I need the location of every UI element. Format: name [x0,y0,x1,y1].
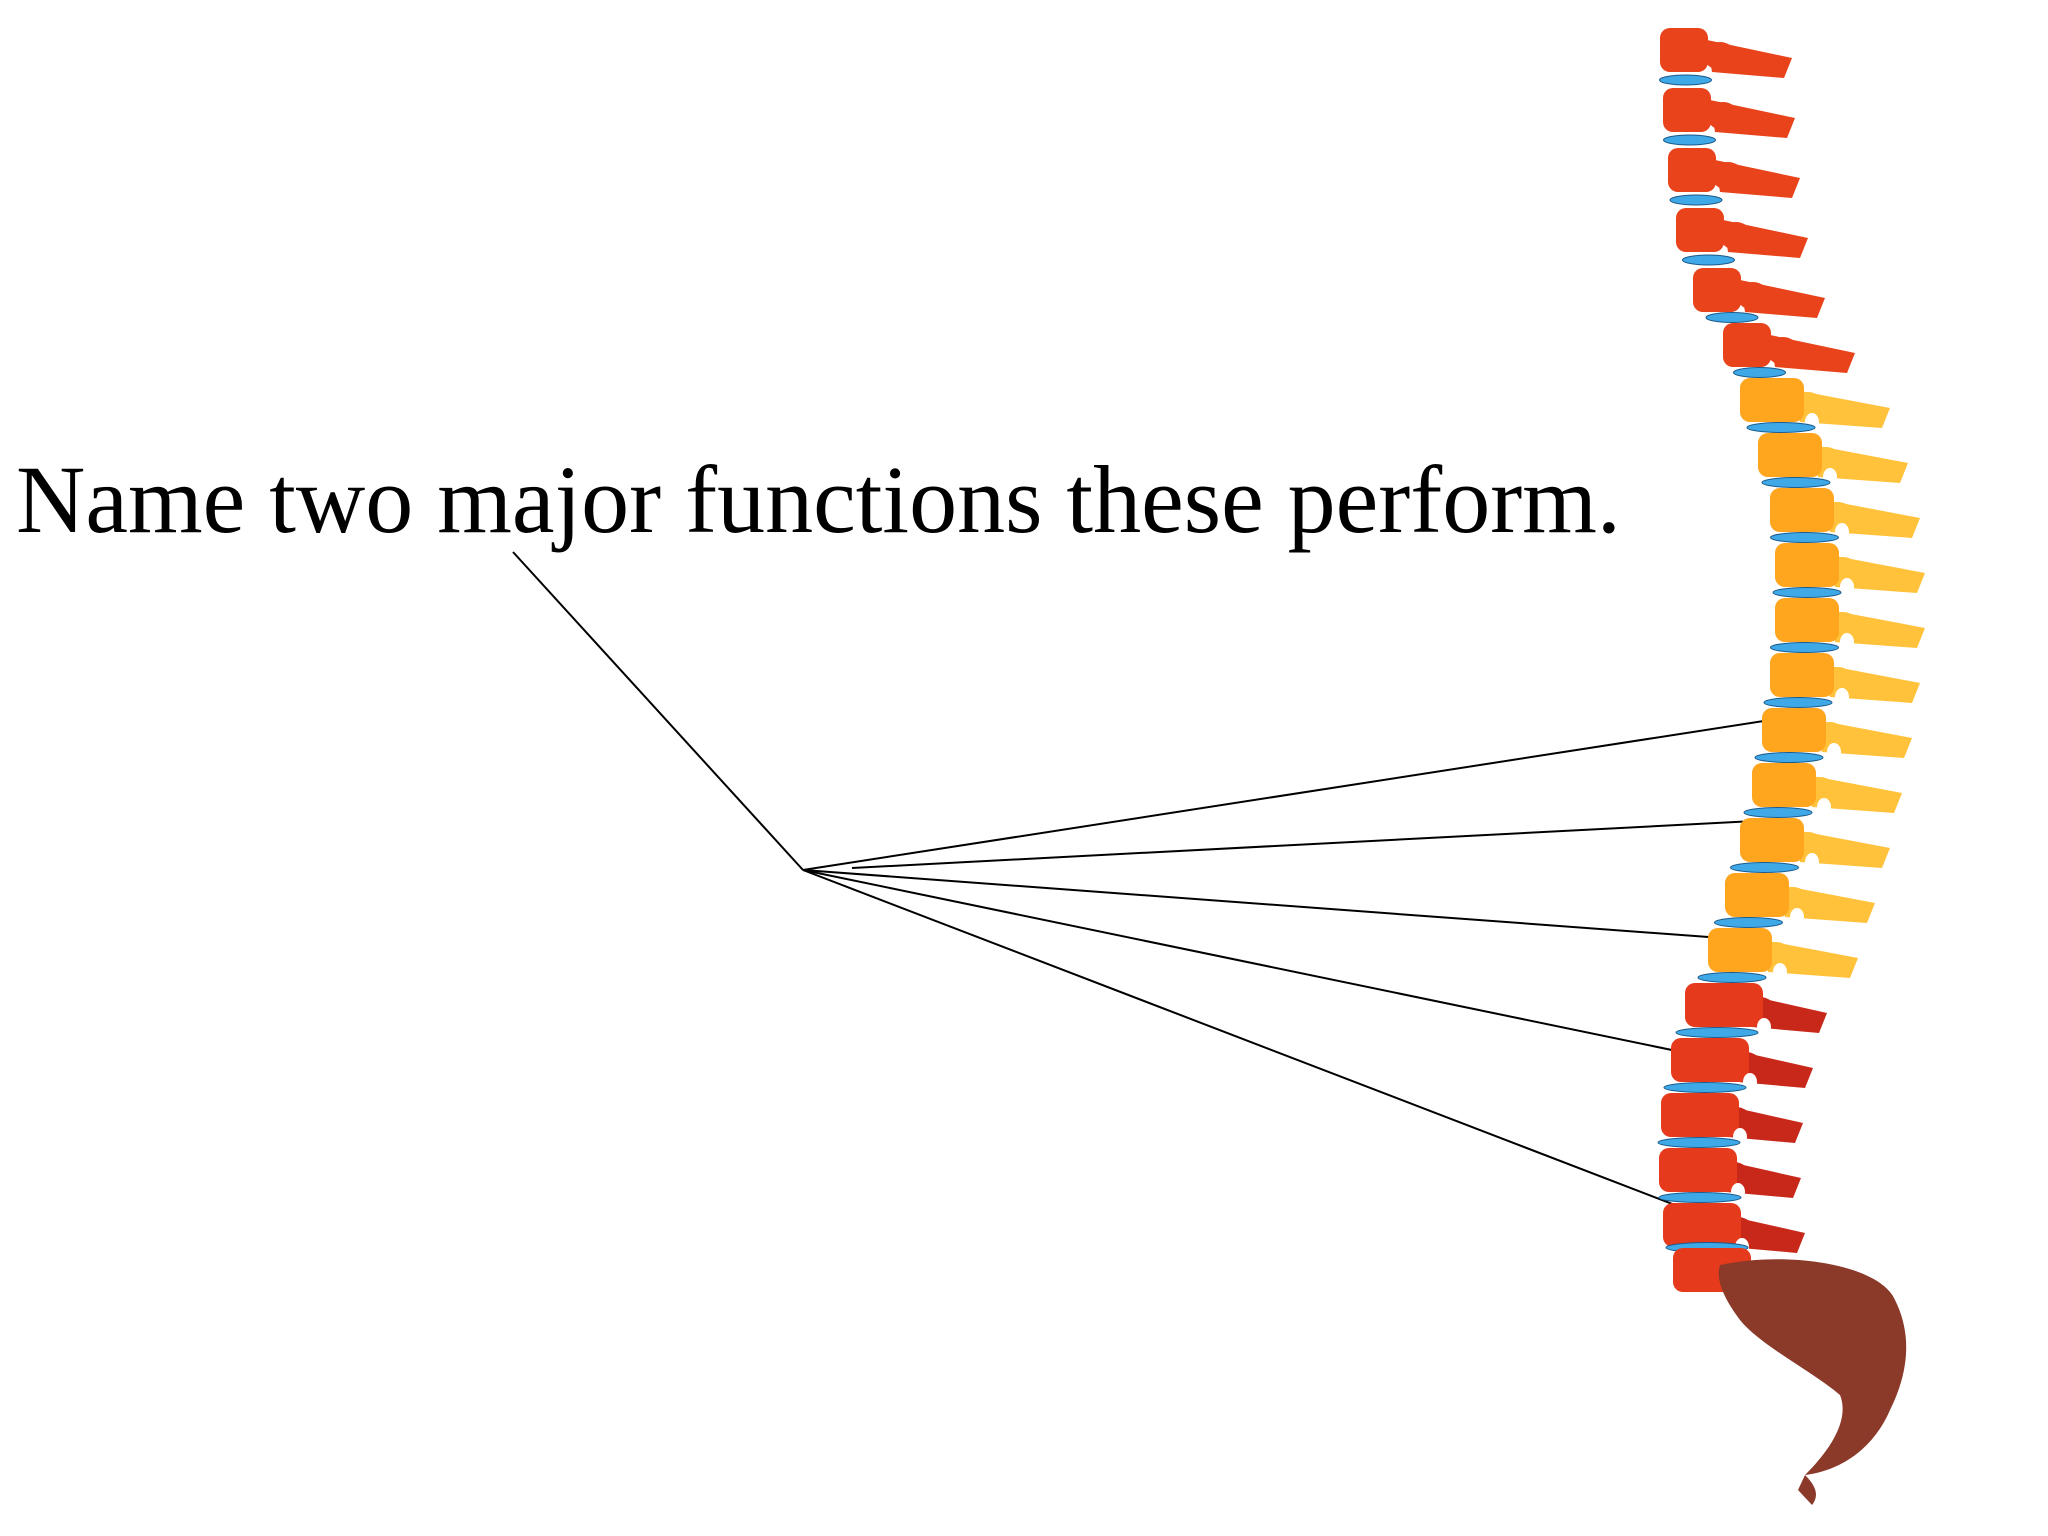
intervertebral-disc [1746,422,1816,433]
thoracic-vertebra [1725,873,1875,926]
intervertebral-disc [1663,134,1716,146]
vertebral-body [1708,928,1772,972]
intervertebral-foramen [1773,963,1787,981]
intervertebral-disc [1663,1082,1747,1093]
articular-process [1707,102,1739,130]
question-text: Name two major functions these perform. [16,446,1621,553]
cervical-vertebra [1693,268,1825,318]
vertebral-body [1725,873,1789,917]
vertebral-body [1660,28,1708,72]
vertebral-body [1671,1038,1749,1082]
vertebral-body [1661,1093,1739,1137]
thoracic-vertebra [1740,378,1890,431]
intervertebral-disc [1697,972,1767,983]
lumbar-vertebra [1659,1148,1801,1201]
cervical-vertebra [1663,88,1795,138]
intervertebral-disc [1770,642,1839,653]
thoracic-vertebra [1770,488,1920,541]
vertebral-body [1740,378,1804,422]
thoracic-vertebra [1770,653,1920,706]
intervertebral-disc [1705,312,1759,323]
intervertebral-foramen [1840,578,1854,596]
vertebral-body [1752,763,1816,807]
intervertebral-disc [1669,194,1723,206]
sacrum [1718,1259,1907,1475]
thoracic-vertebra [1752,763,1902,816]
intervertebral-disc [1658,1192,1742,1203]
cervical-vertebra [1660,28,1792,78]
vertebral-column [1657,28,1925,1505]
leader-line-1 [802,717,1784,871]
vertebral-body [1668,148,1716,192]
intervertebral-disc [1743,807,1813,818]
coccyx [1798,1475,1816,1505]
thoracic-vertebra [1775,543,1925,596]
intervertebral-foramen [1757,1018,1771,1036]
intervertebral-disc [1754,752,1824,763]
lumbar-vertebra [1661,1093,1803,1146]
intervertebral-disc [1714,917,1783,928]
vertebral-body [1775,598,1839,642]
vertebral-body [1663,1203,1741,1247]
vertebral-body [1740,818,1804,862]
lumbar-vertebra [1685,983,1827,1036]
articular-process [1737,282,1769,310]
intervertebral-disc [1733,367,1786,378]
intervertebral-disc [1770,532,1839,543]
vertebral-body [1770,488,1834,532]
intervertebral-foramen [1840,633,1854,651]
thoracic-vertebra [1775,598,1925,651]
vertebral-body [1770,653,1834,697]
intervertebral-disc [1763,697,1833,708]
thoracic-vertebra [1762,708,1912,761]
intervertebral-disc [1730,862,1799,873]
vertebral-body [1762,708,1826,752]
leader-line-5 [802,869,1689,1211]
intervertebral-disc [1772,587,1842,598]
thoracic-vertebra [1758,433,1908,486]
intervertebral-foramen [1790,908,1804,926]
intervertebral-disc [1761,477,1831,488]
lumbar-vertebra [1663,1203,1805,1256]
thoracic-vertebra [1740,818,1890,871]
intervertebral-foramen [1805,853,1819,871]
leader-line-2 [851,819,1775,869]
articular-process [1704,42,1736,70]
vertebral-body [1693,268,1741,312]
cervical-vertebra [1676,208,1808,258]
intervertebral-foramen [1743,1073,1757,1091]
thoracic-vertebra [1708,928,1858,981]
cervical-vertebra [1668,148,1800,198]
leader-line-4 [802,869,1697,1056]
intervertebral-disc [1659,74,1712,86]
articular-process [1712,162,1744,190]
intervertebral-foramen [1827,743,1841,761]
articular-process [1767,337,1799,365]
lumbar-vertebra [1671,1038,1813,1091]
vertebral-body [1758,433,1822,477]
intervertebral-foramen [1835,688,1849,706]
leader-line-3 [802,869,1723,939]
articular-process [1720,222,1752,250]
vertebral-body [1685,983,1763,1027]
vertebral-body [1676,208,1724,252]
intervertebral-foramen [1817,798,1831,816]
intervertebral-disc [1682,254,1735,266]
leader-line-to-text [512,551,804,871]
leader-lines [512,551,1784,1211]
intervertebral-disc [1657,1137,1741,1148]
vertebral-body [1659,1148,1737,1192]
intervertebral-disc [1675,1027,1759,1038]
vertebral-body [1663,88,1711,132]
vertebral-body [1775,543,1839,587]
vertebral-body [1723,323,1771,367]
cervical-vertebra [1723,323,1855,373]
